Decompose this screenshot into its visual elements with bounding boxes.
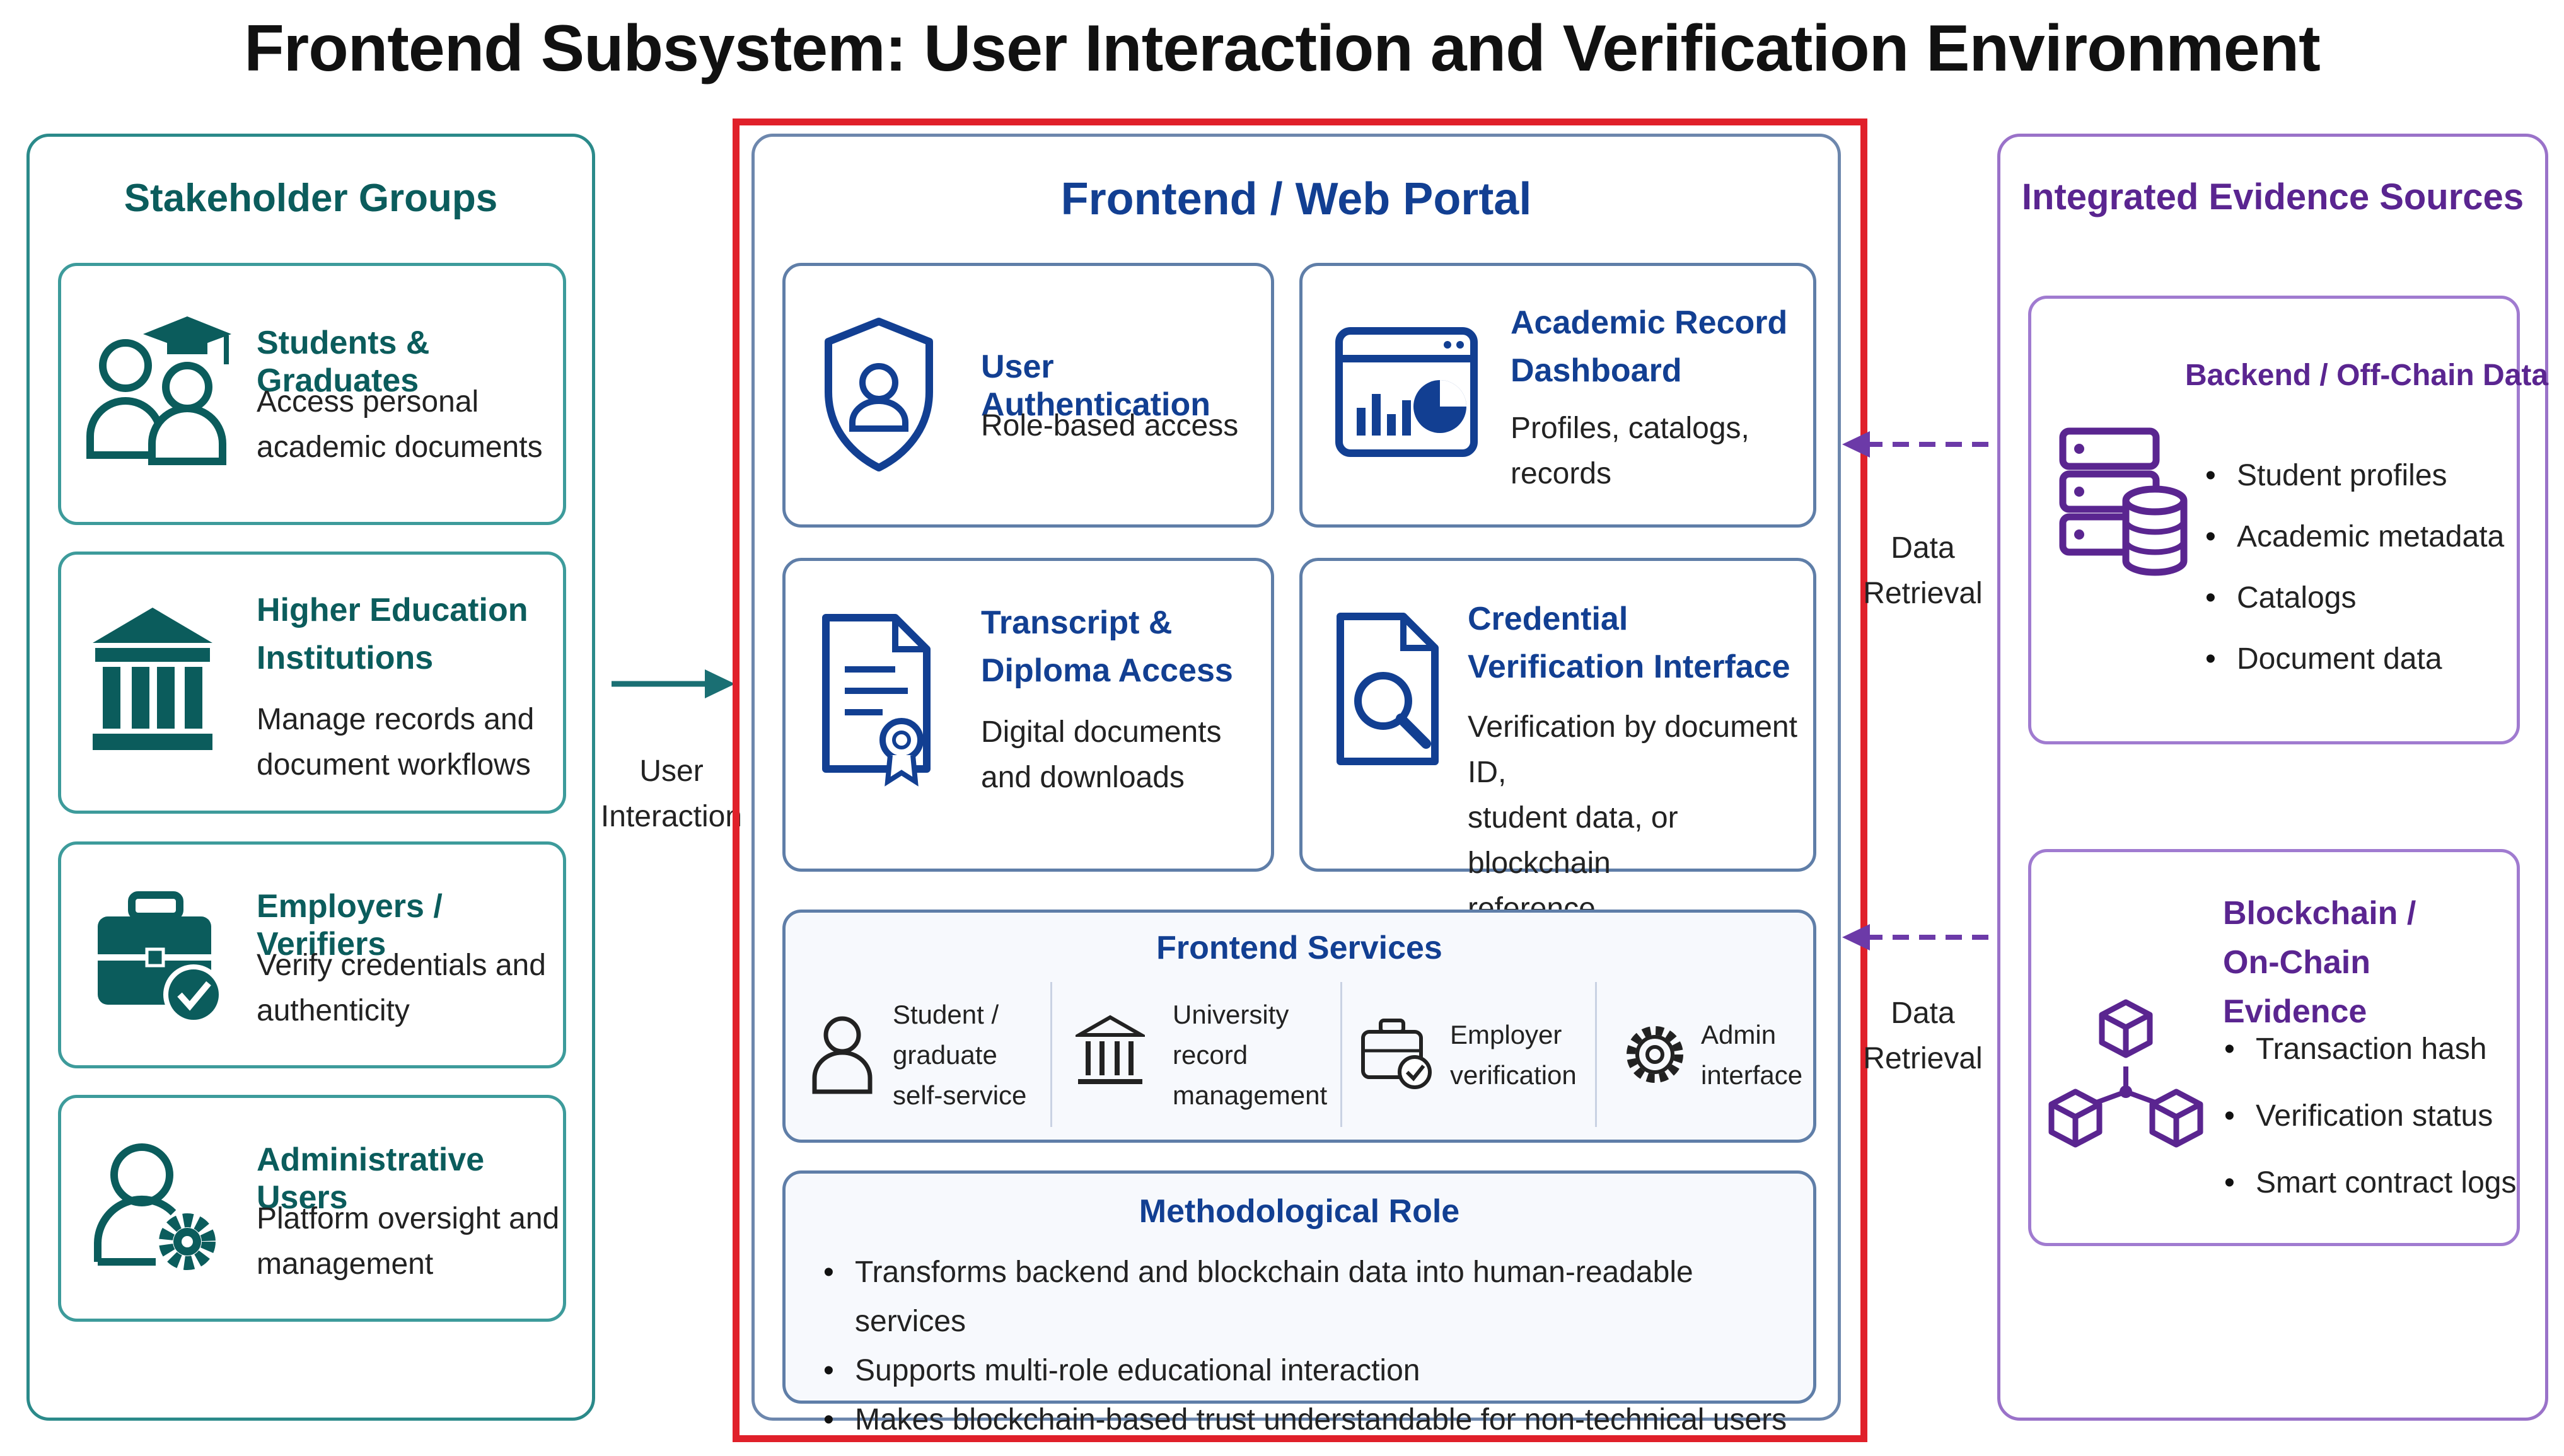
stakeholder-title-institutions: Higher Education Institutions [257,592,528,676]
user-interaction-arrow [612,669,735,698]
backend-offchain-title: Backend / Off-Chain Data [2185,359,2549,392]
module-desc-user-authentication: Role-based access [981,409,1239,442]
stakeholder-desc-admins: Platform oversight and management [257,1202,560,1281]
methodological-role-heading: Methodological Role [1139,1193,1460,1230]
backend-bullet: Student profiles [2199,445,2504,506]
role-bullet: Supports multi-role educational interact… [817,1346,1801,1395]
services-divider-1 [1050,982,1052,1127]
methodological-role-box: Methodological Role Transforms backend a… [782,1170,1816,1445]
admin-user-gear-icon [94,1143,216,1270]
blockchain-bullet: Transaction hash [2218,1016,2516,1083]
service-student-self-service[interactable]: Student / graduate self-service [893,1000,1027,1110]
stakeholder-title-admins: Administrative Users [257,1141,485,1216]
module-title-academic-record-dashboard: Academic Record Dashboard [1511,304,1788,389]
diploma-document-icon [822,614,931,787]
service-employer-verification[interactable]: Employer verification [1450,1020,1577,1090]
module-credential-verification[interactable]: Credential Verification Interface Verifi… [1299,558,1816,925]
module-desc-credential-verification: Verification by document ID, student dat… [1468,710,1797,925]
stakeholder-card-admins: Administrative Users Platform oversight … [58,1095,566,1322]
page-title: Frontend Subsystem: User Interaction and… [244,12,2321,85]
data-retrieval-label-top: Data Retrieval [1863,531,1983,610]
role-bullet: Transforms backend and blockchain data i… [817,1248,1801,1346]
role-bullet: Makes blockchain-based trust understanda… [817,1395,1801,1445]
server-database-icon [2059,427,2188,576]
backend-offchain-list: Student profiles Academic metadata Catal… [2199,445,2504,690]
service-university-record-management[interactable]: University record management [1173,1000,1328,1110]
data-retrieval-arrow-bottom [1842,924,2004,950]
module-title-user-authentication: User Authentication [981,349,1210,423]
students-graduates-icon [86,316,231,465]
stakeholder-card-students: Students & Graduates Access personal aca… [58,263,566,525]
stakeholder-card-employers: Employers / Verifiers Verify credentials… [58,841,566,1068]
blockchain-onchain-list: Transaction hash Verification status Sma… [2218,1016,2516,1216]
dashboard-chart-icon [1335,327,1478,457]
data-retrieval-arrow-top [1842,431,2004,458]
blockchain-onchain-card: Blockchain / On-Chain Evidence Transacti… [2028,849,2520,1246]
briefcase-check-icon [98,891,224,1025]
frontend-services-box: Frontend Services Student / graduate sel… [782,910,1816,1143]
backend-offchain-card: Backend / Off-Chain Data Student profile… [2028,296,2548,744]
module-title-credential-verification: Credential Verification Interface [1468,601,1790,685]
frontend-services-heading: Frontend Services [1156,930,1442,966]
methodological-role-list: Transforms backend and blockchain data i… [817,1248,1801,1445]
user-interaction-label: User Interaction [600,754,743,833]
blockchain-onchain-title: Blockchain / On-Chain Evidence [2223,895,2416,1030]
module-desc-transcript-diploma: Digital documents and downloads [981,715,1222,794]
service-admin-interface[interactable]: Admin interface [1701,1020,1803,1090]
stakeholder-title-students: Students & Graduates [257,325,430,399]
employer-verification-icon [1361,1019,1432,1089]
stakeholder-desc-students: Access personal academic documents [257,385,543,464]
backend-bullet: Document data [2199,628,2504,690]
integrated-evidence-sources-panel: Integrated Evidence Sources Backend / Of… [1997,134,2548,1421]
portal-heading: Frontend / Web Portal [1060,174,1532,224]
blockchain-cubes-icon [2048,999,2203,1148]
module-title-transcript-diploma: Transcript & Diploma Access [981,604,1233,689]
backend-bullet: Academic metadata [2199,506,2504,567]
backend-bullet: Catalogs [2199,567,2504,628]
module-academic-record-dashboard[interactable]: Academic Record Dashboard Profiles, cata… [1299,263,1816,528]
data-retrieval-label-bottom: Data Retrieval [1863,997,1983,1075]
gear-icon [1627,1026,1683,1083]
blockchain-bullet: Smart contract logs [2218,1150,2516,1216]
blockchain-bullet: Verification status [2218,1083,2516,1150]
stakeholder-card-institutions: Higher Education Institutions Manage rec… [58,552,566,814]
services-divider-2 [1340,982,1342,1127]
module-user-authentication[interactable]: User Authentication Role-based access [782,263,1274,528]
stakeholder-title-employers: Employers / Verifiers [257,888,443,962]
university-building-icon [1076,1015,1145,1084]
document-search-icon [1337,613,1439,765]
evidence-sources-heading: Integrated Evidence Sources [2021,176,2524,217]
person-outline-icon [812,1016,873,1094]
stakeholder-desc-employers: Verify credentials and authenticity [257,949,546,1027]
institution-building-icon [93,608,212,750]
shield-user-icon [825,318,933,471]
module-desc-academic-record-dashboard: Profiles, catalogs, records [1511,412,1749,490]
frontend-web-portal-panel: Frontend / Web Portal User Authenticatio… [751,134,1841,1445]
stakeholder-groups-heading: Stakeholder Groups [124,176,498,220]
services-divider-3 [1595,982,1597,1127]
module-transcript-diploma-access[interactable]: Transcript & Diploma Access Digital docu… [782,558,1274,872]
stakeholder-groups-panel: Stakeholder Groups Students & Graduates … [26,134,595,1421]
stakeholder-desc-institutions: Manage records and document workflows [257,703,535,782]
